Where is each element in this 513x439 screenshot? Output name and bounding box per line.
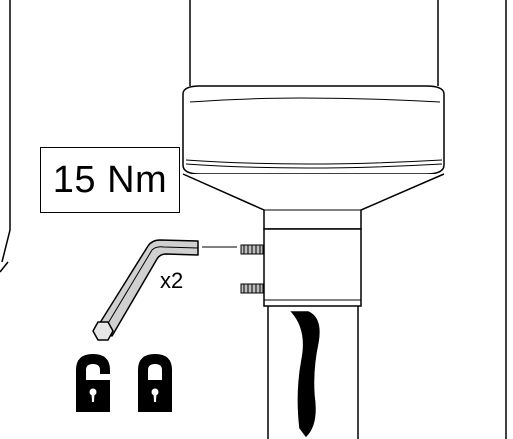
screw-upper [240,244,264,255]
screw-lower [240,283,264,294]
clamp-sleeve [263,228,362,307]
collar-housing [182,85,445,175]
torque-spec-box: 15 Nm [40,147,180,213]
funnel [182,173,445,230]
torque-value: 15 Nm [52,158,168,201]
hex-key-icon [92,239,199,341]
unlock-icon [76,354,110,412]
upper-column [189,0,439,86]
screw-quantity-label: x2 [160,268,184,293]
lower-tube [267,306,359,439]
cable [290,311,320,438]
lock-icon [138,354,172,412]
